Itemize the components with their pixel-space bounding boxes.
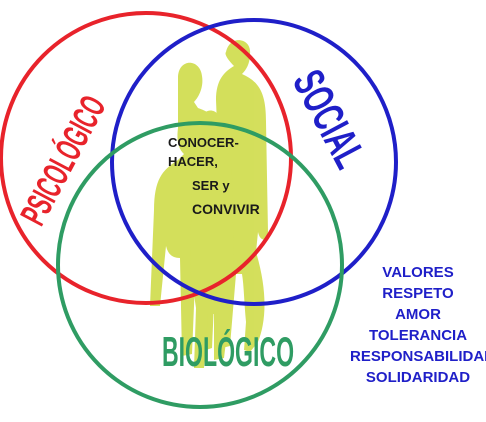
biologico-circle (56, 121, 344, 409)
people-silhouettes (150, 40, 268, 369)
value-item: SOLIDARIDAD (365, 369, 471, 386)
values-list: VALORES RESPETO AMOR TOLERANCIA RESPONSA… (350, 262, 486, 388)
center-line-4: CONVIVIR (192, 201, 260, 217)
psicologico-label: PSICOLÓGICO (12, 89, 115, 232)
biologico-label: BIOLÓGICO (162, 329, 294, 376)
value-item: TOLERANCIA (368, 327, 468, 344)
center-line-3: SER y (192, 178, 230, 193)
center-line-1: CONOCER- (168, 135, 239, 150)
person-silhouette-center (190, 110, 234, 369)
value-item: VALORES (382, 264, 454, 281)
value-item: AMOR (395, 306, 441, 323)
value-item: RESPETO (382, 285, 454, 302)
center-line-2: HACER, (168, 154, 218, 169)
value-item: RESPONSABILIDAD (350, 348, 486, 365)
social-circle (110, 18, 398, 306)
